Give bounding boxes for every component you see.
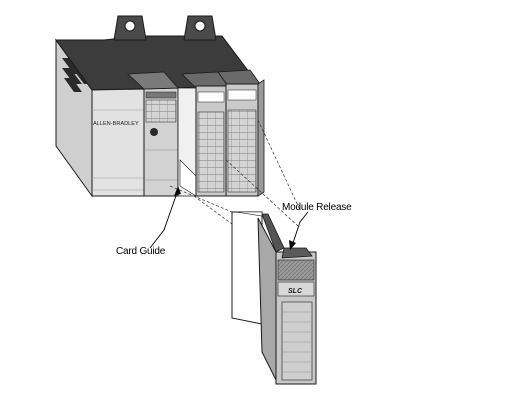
module-label-logo: SLC bbox=[288, 288, 303, 295]
io-module bbox=[181, 71, 229, 197]
card-guide bbox=[231, 211, 263, 325]
io-module bbox=[217, 69, 265, 197]
module-release-label: Module Release bbox=[282, 202, 352, 213]
arrowhead-icon bbox=[174, 186, 181, 196]
callout-card-guide bbox=[149, 189, 179, 249]
module-release-latch bbox=[281, 247, 313, 259]
power-supply-front bbox=[91, 88, 145, 197]
inserted-module: SLC bbox=[257, 213, 317, 385]
empty-slot bbox=[177, 87, 197, 197]
card-guide-label: Card Guide bbox=[116, 246, 166, 257]
mounting-tab bbox=[113, 15, 147, 41]
brand-text: ALLEN-BRADLEY bbox=[93, 121, 139, 127]
processor-module bbox=[127, 71, 179, 197]
keyswitch-icon bbox=[150, 128, 158, 136]
arrowhead-icon bbox=[289, 240, 296, 250]
callout-module-release bbox=[291, 211, 309, 247]
mounting-tab bbox=[183, 15, 217, 41]
